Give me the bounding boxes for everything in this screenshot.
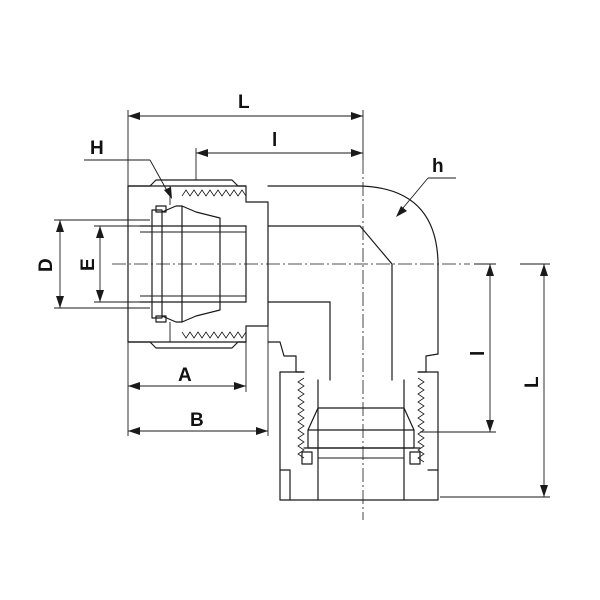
dim-E bbox=[94, 225, 140, 303]
dim-L-side bbox=[440, 263, 550, 498]
label-A: A bbox=[178, 365, 192, 386]
dim-l-side bbox=[420, 263, 496, 433]
left-tube bbox=[139, 225, 247, 303]
label-H: H bbox=[90, 138, 104, 159]
left-ferrule bbox=[151, 205, 221, 323]
dim-l-top bbox=[195, 148, 363, 180]
dim-A bbox=[127, 342, 247, 436]
label-l-top: l bbox=[272, 130, 277, 151]
label-B: B bbox=[190, 410, 204, 431]
label-l-side: l bbox=[468, 351, 489, 356]
label-E: E bbox=[78, 258, 99, 271]
elbow-body bbox=[267, 185, 439, 381]
bottom-nut-thread-left bbox=[297, 377, 305, 459]
leader-H bbox=[84, 159, 172, 199]
label-L-top: L bbox=[238, 92, 250, 113]
left-nut-thread-top bbox=[181, 189, 247, 197]
label-h: h bbox=[432, 156, 444, 177]
bottom-nut-thread-right bbox=[417, 377, 425, 463]
left-nut-thread-bottom bbox=[181, 331, 247, 339]
dim-L-top bbox=[127, 110, 364, 186]
dim-B bbox=[128, 326, 269, 436]
label-L-side: L bbox=[522, 376, 543, 388]
left-nut bbox=[127, 179, 269, 349]
bottom-nut bbox=[279, 371, 439, 501]
bottom-ferrule bbox=[301, 407, 421, 465]
dim-D bbox=[54, 219, 150, 309]
label-D: D bbox=[36, 258, 57, 272]
leader-h bbox=[396, 177, 456, 217]
